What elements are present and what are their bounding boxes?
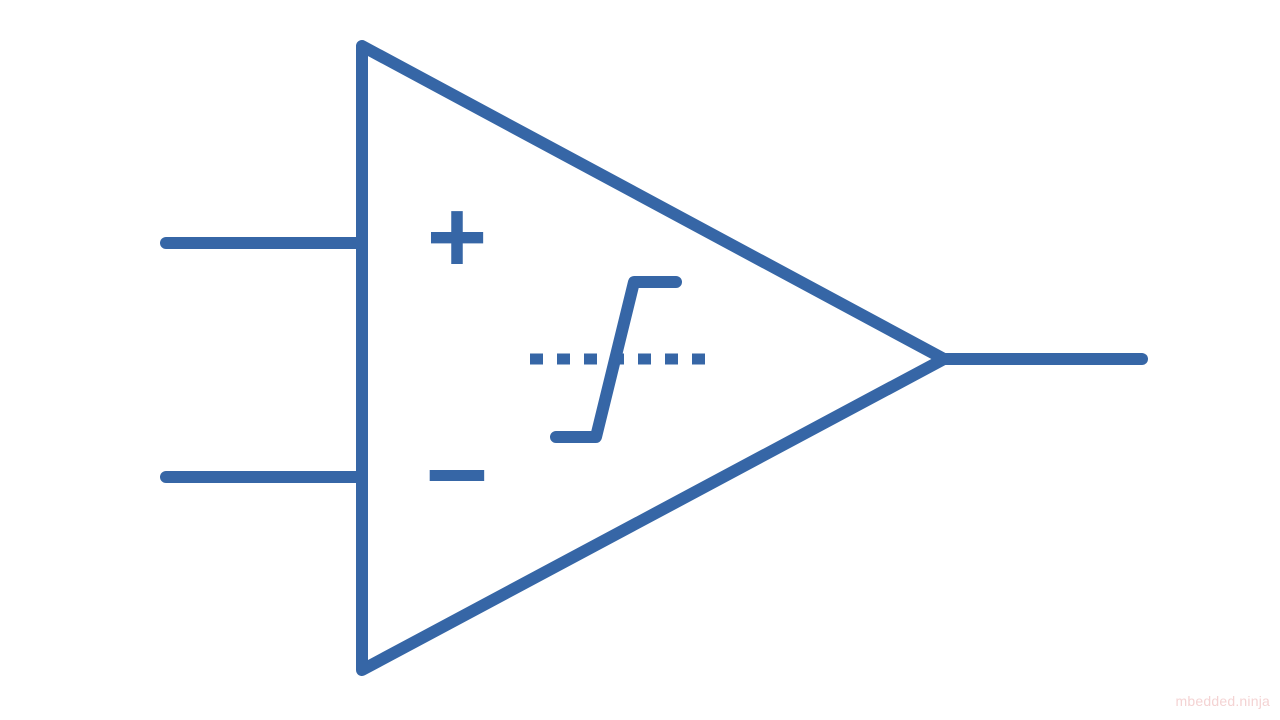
comparator-triangle xyxy=(356,40,950,676)
plus-sign: + xyxy=(427,179,488,295)
polarity-labels: + – xyxy=(426,179,487,529)
minus-sign: – xyxy=(426,406,487,529)
watermark: mbedded.ninja xyxy=(1175,693,1270,709)
